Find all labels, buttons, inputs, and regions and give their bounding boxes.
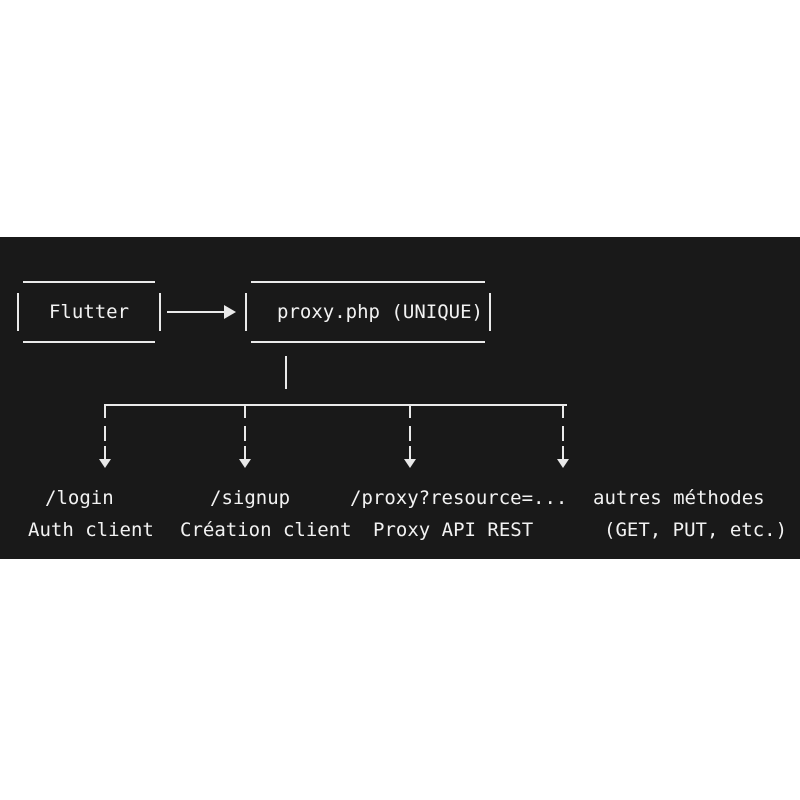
branch-dash — [562, 446, 564, 459]
box-border-bottom — [23, 341, 155, 343]
branch-desc-label: Auth client — [28, 519, 154, 541]
box-border-left — [245, 293, 247, 331]
branch-desc-label: Proxy API REST — [373, 519, 534, 541]
branch-tick — [409, 404, 411, 418]
box-border-top — [23, 281, 155, 283]
branch-horizontal-line — [104, 404, 567, 406]
branch-tick — [104, 404, 106, 418]
box-border-left — [17, 293, 19, 331]
branch-dash — [409, 446, 411, 459]
branch-route-label: /proxy?resource=... — [350, 487, 568, 509]
branch-desc-label: (GET, PUT, etc.) — [604, 519, 788, 541]
branch-dash — [244, 446, 246, 459]
branch-dash — [562, 426, 564, 441]
branch-route-label: /login — [45, 487, 114, 509]
flow-arrow-line — [167, 311, 225, 313]
node-proxy: proxy.php (UNIQUE) — [245, 281, 491, 343]
branch-dash — [409, 426, 411, 441]
branch-dash — [104, 426, 106, 441]
branch-desc-label: Création client — [180, 519, 352, 541]
box-border-top — [251, 281, 485, 283]
branch-dash — [104, 446, 106, 459]
diagram-canvas: Flutter proxy.php (UNIQUE) /login /signu… — [0, 237, 800, 559]
branch-dash — [244, 426, 246, 441]
down-arrow-icon — [404, 459, 416, 468]
branch-route-label: /signup — [210, 487, 291, 509]
box-border-right — [489, 293, 491, 331]
node-flutter-label: Flutter — [48, 301, 130, 323]
down-arrow-icon — [557, 459, 569, 468]
node-flutter: Flutter — [17, 281, 161, 343]
down-arrow-icon — [99, 459, 111, 468]
proxy-stem-line — [285, 356, 287, 389]
node-proxy-label: proxy.php (UNIQUE) — [277, 301, 483, 323]
box-border-bottom — [251, 341, 485, 343]
right-arrow-icon — [224, 305, 236, 319]
branch-tick — [244, 404, 246, 418]
down-arrow-icon — [239, 459, 251, 468]
branch-tick — [562, 404, 564, 418]
box-border-right — [159, 293, 161, 331]
branch-route-label: autres méthodes — [593, 487, 765, 509]
